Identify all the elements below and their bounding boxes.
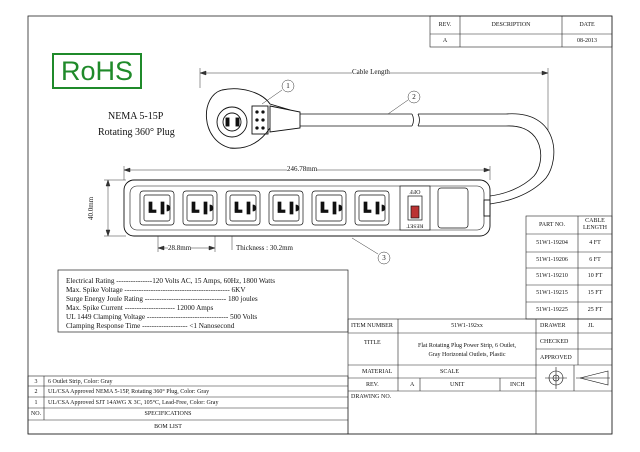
thickness-label: Thickness : 30.2mm	[236, 244, 293, 252]
height-label: 40.0mm	[87, 196, 95, 220]
switch-panel	[399, 185, 469, 231]
spec-response-time: Clamping Response Time -----------------…	[66, 322, 235, 330]
bom-spec-1: UL/CSA Approved SJT 14AWG X 3C, 105°C, L…	[48, 400, 219, 406]
bom-spec-2: UL/CSA Approved NEMA 5-15P, Rotating 360…	[48, 389, 210, 395]
spec-electrical-rating: Electrical Rating ---------------120 Vol…	[66, 277, 276, 285]
part-no-2: 51W1-19206	[536, 257, 568, 263]
outlet-2	[182, 190, 218, 226]
rohs-logo: RoHS	[52, 53, 142, 89]
title-block-grid	[347, 318, 613, 435]
drawing-no-label: DRAWING NO.	[351, 394, 392, 400]
part-no-1: 51W1-19204	[536, 240, 568, 246]
spec-spike-current: Max. Spike Current ---------------------…	[66, 304, 214, 312]
title-line-2: Gray Horizontal Outlets, Plastic	[428, 352, 506, 358]
date-header: DATE	[579, 22, 595, 28]
outlet-6	[354, 190, 390, 226]
callout-1: 1	[286, 82, 290, 90]
bom-no-header: NO.	[30, 411, 42, 417]
specs-box	[57, 269, 349, 333]
switch-reset-label: RESET	[406, 222, 424, 229]
length-4: 15 FT	[587, 290, 603, 296]
spec-spike-voltage: Max. Spike Voltage ---------------------…	[66, 286, 246, 294]
part-no-5: 51W1-19225	[536, 307, 568, 313]
cable-length-label: Cable Length	[352, 68, 390, 76]
plug-type-label: NEMA 5-15P	[108, 111, 164, 122]
rev-header: REV.	[438, 22, 452, 28]
drawer-label: DRAWER	[540, 323, 566, 329]
bom-grid	[27, 375, 349, 435]
cable-length-header: CABLE LENGTH	[583, 218, 607, 231]
cable	[300, 113, 555, 205]
title-line-1: Flat Rotating Plug Power Strip, 6 Outlet…	[417, 343, 516, 349]
length-1: 4 FT	[589, 240, 601, 246]
scale-label: SCALE	[440, 369, 460, 375]
part-no-3: 51W1-19210	[536, 273, 568, 279]
material-label: MATERIAL	[362, 369, 393, 375]
approved-label: APPROVED	[540, 355, 572, 361]
description-header: DESCRIPTION	[491, 22, 531, 28]
spacing-label: 28.8mm	[168, 244, 192, 252]
bom-list-title: BOM LIST	[154, 424, 182, 430]
callout-2: 2	[412, 93, 416, 101]
callout-leaders	[261, 79, 421, 265]
length-3: 10 FT	[587, 273, 603, 279]
revision-block-grid	[429, 15, 613, 48]
title-label: TITLE	[364, 340, 381, 346]
outlet-5	[311, 190, 347, 226]
outlet-1	[139, 190, 175, 226]
power-strip	[123, 179, 491, 237]
outlet-4	[268, 190, 304, 226]
outlet-3	[225, 190, 261, 226]
bom-no-2: 2	[34, 389, 38, 395]
item-number-value: 51W1-192xx	[451, 323, 483, 329]
drawer-value: JL	[588, 323, 594, 329]
bom-spec-header: SPECIFICATIONS	[144, 411, 192, 417]
bom-no-3: 3	[34, 379, 38, 385]
part-no-header: PART NO.	[539, 222, 565, 228]
parts-table-grid	[525, 215, 613, 320]
plug-rotation-label: Rotating 360° Plug	[98, 127, 175, 138]
rotating-plug	[206, 88, 301, 149]
outlets	[139, 190, 390, 226]
spec-clamping-voltage: UL 1449 Clamping Voltage ---------------…	[66, 313, 258, 321]
length-5: 25 FT	[587, 307, 603, 313]
unit-value: INCH	[510, 382, 525, 388]
part-no-4: 51W1-19215	[536, 290, 568, 296]
switch-off-label: OFF	[409, 188, 421, 194]
rev-block-value: A	[410, 382, 415, 388]
callout-3: 3	[382, 254, 386, 262]
height-dimension	[104, 179, 126, 237]
spec-joule-rating: Surge Energy Joule Rating --------------…	[66, 295, 258, 303]
length-2: 6 FT	[589, 257, 601, 263]
date-value: 08-2013	[577, 38, 597, 44]
bom-spec-3: 6 Outlet Strip, Color: Gray	[48, 379, 113, 385]
unit-label: UNIT	[450, 382, 465, 388]
projection-symbol	[545, 367, 610, 389]
bom-no-1: 1	[34, 400, 38, 406]
item-number-label: ITEM NUMBER	[351, 323, 393, 329]
width-label: 246.78mm	[287, 165, 318, 173]
rev-value: A	[442, 38, 448, 44]
rev-label: REV.	[366, 382, 379, 388]
checked-label: CHECKED	[540, 339, 569, 345]
